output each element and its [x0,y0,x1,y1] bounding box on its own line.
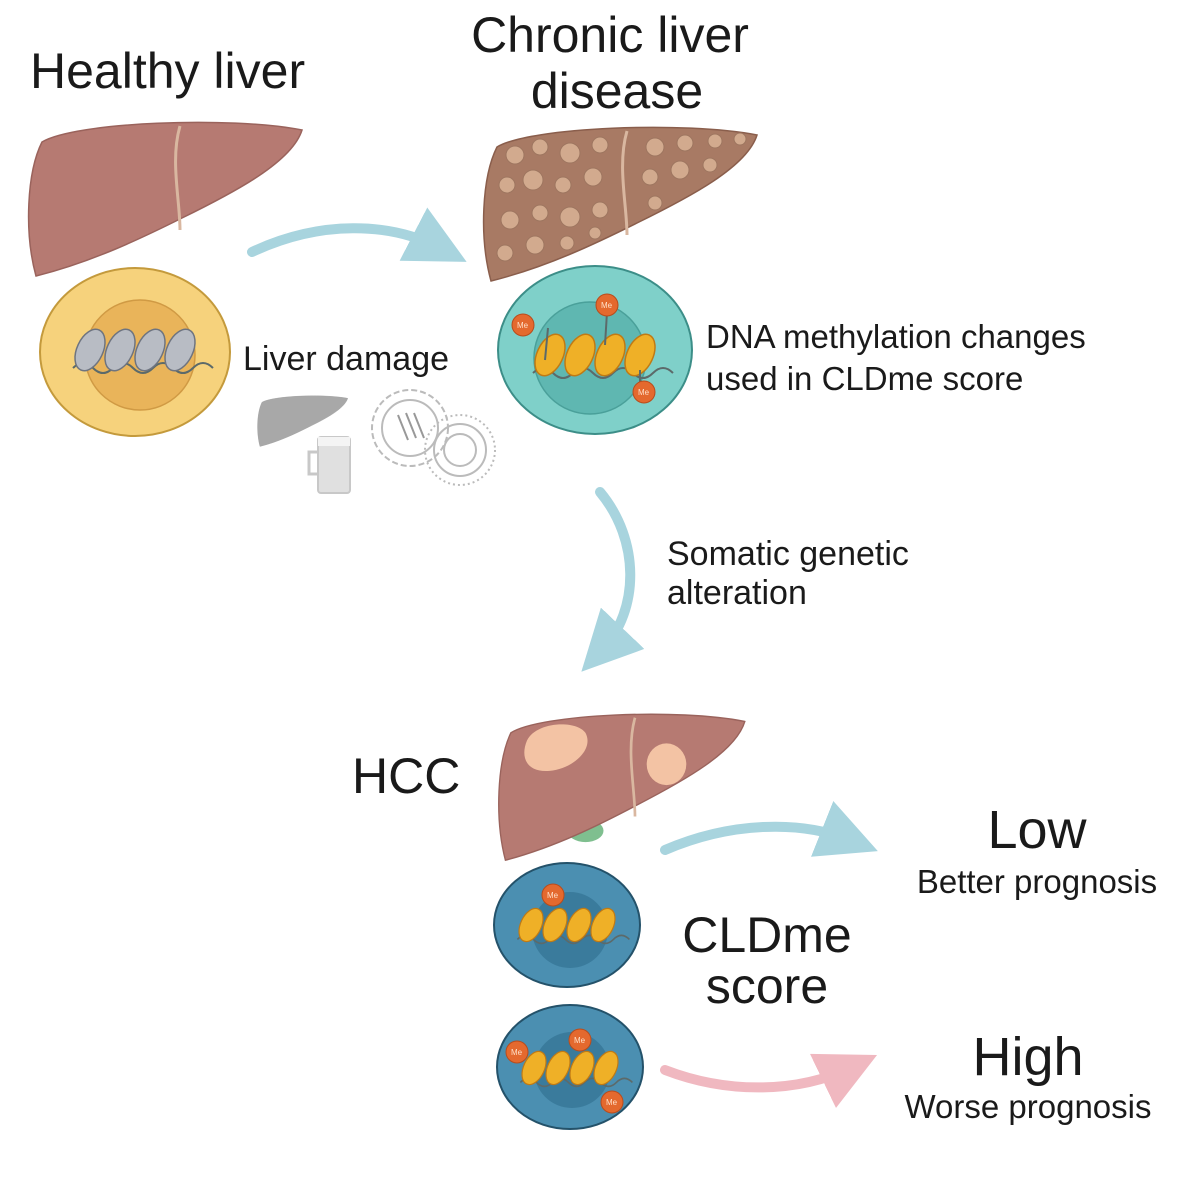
low-methylation-cell-icon: Me [493,862,641,988]
methyl-group-icon: Me Me Me [511,293,656,404]
chronic-liver-title-line2: disease [531,63,703,119]
low-score-label: Low [987,800,1087,860]
somatic-label-line1: Somatic genetic [667,535,909,573]
worse-prognosis-label: Worse prognosis [904,1088,1151,1125]
healthy-liver-title: Healthy liver [30,43,305,99]
chronic-liver-title-line1: Chronic liver [471,7,749,63]
high-score-label: High [972,1027,1083,1087]
beer-mug-icon [307,436,351,494]
svg-text:Me: Me [574,1036,586,1045]
score-label-line1: CLDme [682,907,851,963]
svg-text:Me: Me [517,321,529,330]
hcc-liver-icon [498,713,746,861]
better-prognosis-label: Better prognosis [917,863,1157,900]
somatic-label-line2: alteration [667,574,807,612]
progression-arrow [247,207,467,262]
low-outcome-arrow [660,801,878,857]
methylation-label-line2: used in CLDme score [706,360,1023,397]
progression-arrow [581,487,645,672]
svg-text:Me: Me [547,891,559,900]
score-label-line2: score [706,958,828,1014]
healthy-cell-icon [39,267,231,437]
healthy-liver-icon [27,121,303,277]
hcc-title: HCC [352,748,460,804]
high-outcome-arrow [660,1053,878,1109]
hepatitis-virus-icon [371,389,496,486]
svg-text:Me: Me [638,388,650,397]
methylation-label-line1: DNA methylation changes [706,318,1086,355]
svg-text:Me: Me [601,301,613,310]
methylated-cell-icon: Me Me Me [497,265,693,435]
liver-damage-label: Liver damage [243,340,449,378]
svg-text:Me: Me [606,1098,618,1107]
high-methylation-cell-icon: Me Me Me [496,1004,644,1130]
svg-text:Me: Me [511,1048,523,1057]
cirrhotic-liver-icon [482,126,758,282]
